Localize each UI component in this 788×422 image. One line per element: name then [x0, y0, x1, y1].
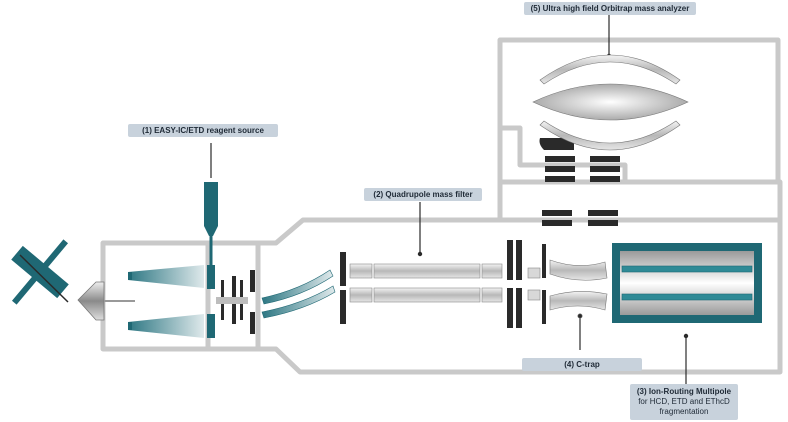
ion-funnel: [128, 265, 204, 338]
label-reagent-source: (1) EASY-IC/ETD reagent source: [128, 124, 278, 137]
label-ion-routing-title: (3) Ion-Routing Multipole: [636, 387, 732, 396]
label-c-trap: (4) C-trap: [522, 358, 642, 371]
ion-routing-multipole: [612, 243, 762, 385]
ion-source: [11, 239, 135, 321]
injection-lenses: [216, 270, 255, 334]
orbitrap-transfer-lenses: [539, 138, 620, 226]
label-ion-routing: (3) Ion-Routing Multipole for HCD, ETD a…: [630, 384, 738, 420]
label-ion-routing-sub: for HCD, ETD and EThcD fragmentation: [638, 397, 730, 416]
orbitrap-analyzer: [532, 15, 689, 151]
reagent-source: [204, 143, 218, 338]
c-trap: [549, 259, 608, 350]
label-quadrupole: (2) Quadrupole mass filter: [364, 188, 482, 201]
transfer-lenses: [507, 240, 546, 328]
quadrupole-mass-filter: [340, 202, 503, 324]
active-beam-guide: [261, 269, 336, 319]
label-orbitrap: (5) Ultra high field Orbitrap mass analy…: [524, 2, 696, 15]
